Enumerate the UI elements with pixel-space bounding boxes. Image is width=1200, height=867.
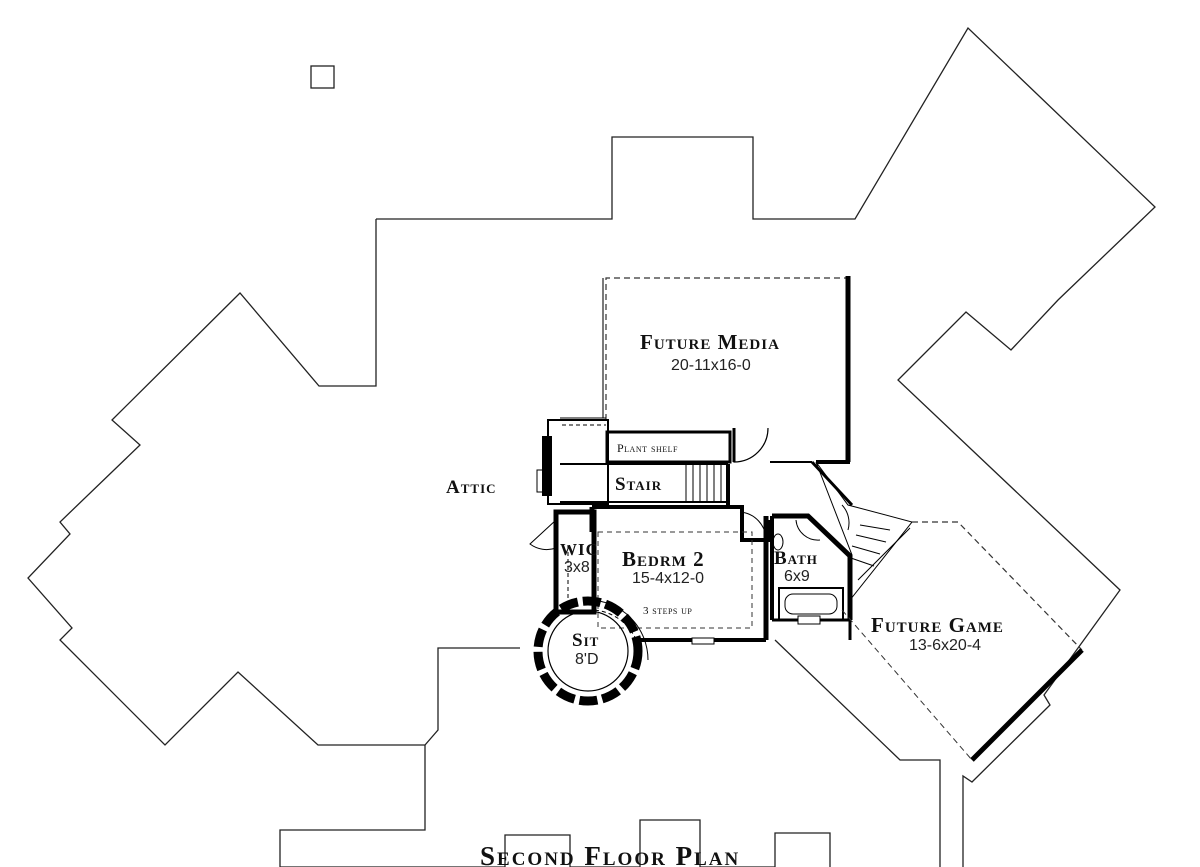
chimney [310,65,335,89]
corridor-stair [815,461,913,602]
bedroom-2-label: Bedrm 2 [622,547,705,571]
bedroom-2-dashed-area [597,531,753,629]
future-game-size: 13-6x20-4 [909,637,982,654]
sit-label: Sit [572,630,600,651]
bedroom-2-note: 3 steps up [643,605,693,617]
future-game-south-wall [970,648,1084,762]
wic-label: WIC [560,540,599,559]
bath-walls [772,513,853,620]
future-media-dashed-wall [605,277,846,420]
roof-outline-west [27,219,520,746]
plan-title: Second Floor Plan [480,841,741,867]
future-media-size: 20-11x16-0 [671,357,751,374]
sit-tower-inner [547,610,629,692]
bathtub [778,587,844,621]
stair-label: Stair [615,474,663,495]
wic-outline [553,509,597,615]
bath-label: Bath [774,548,818,569]
stair-treads [685,464,722,502]
future-game-label: Future Game [871,613,1004,637]
future-game-dashed-wall [912,521,1083,651]
roof-outline-southeast [774,639,941,867]
attic-label: Attic [446,477,497,498]
sit-tower-outer [533,596,643,706]
plant-shelf-outline [605,430,732,464]
roof-outline-south [279,745,831,867]
bedroom-2-size: 15-4x12-0 [632,570,705,587]
bath-size: 6x9 [784,568,810,585]
stair-outline [547,419,609,505]
wic-size: 3x8 [564,559,590,576]
plant-shelf-label: Plant shelf [617,441,678,455]
roof-outline [376,26,1156,867]
future-media-label: Future Media [640,330,780,354]
sit-size: 8'D [575,651,599,668]
